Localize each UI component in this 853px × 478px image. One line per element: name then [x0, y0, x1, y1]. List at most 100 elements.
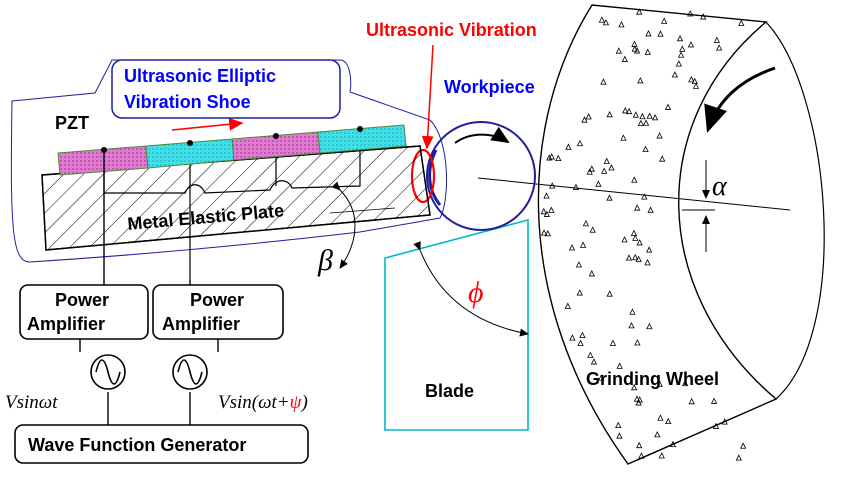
grinding-wheel-label: Grinding Wheel: [586, 369, 719, 389]
speckle-mark: [581, 116, 588, 123]
speckle-mark: [675, 60, 683, 67]
speckle-mark: [630, 229, 638, 236]
speckle-mark: [633, 47, 641, 54]
amplifier-box-1: [19, 284, 149, 340]
speckle-mark: [589, 226, 596, 233]
speckle-mark: [715, 44, 723, 51]
speckle-mark: [622, 107, 629, 114]
speckle-mark: [641, 193, 648, 200]
speckle-mark: [568, 244, 576, 251]
speckle-mark: [661, 17, 668, 24]
pzt-label: PZT: [55, 113, 89, 133]
speckle-mark: [664, 103, 672, 110]
beta-label: β: [317, 244, 333, 277]
speckle-mark: [634, 339, 641, 346]
speckle-mark: [669, 440, 677, 448]
speckle-mark: [621, 236, 628, 243]
pzt-layer: [57, 117, 407, 176]
speckle-mark: [692, 82, 700, 89]
speckle-mark: [606, 110, 613, 118]
speckle-mark: [576, 139, 584, 147]
speckle-mark: [681, 379, 689, 387]
speckle-mark: [625, 107, 633, 115]
speckle-mark: [629, 308, 636, 315]
speckle-mark: [632, 253, 639, 261]
speckle-mark: [544, 229, 551, 237]
speckle-mark: [636, 8, 643, 15]
workpiece-circle: [410, 44, 536, 231]
ac-source-icon-1: [90, 354, 126, 390]
speckle-mark: [588, 270, 595, 277]
speckle-mark: [654, 431, 661, 438]
beta-arc: [331, 181, 356, 269]
pzt-direction-arrow: [171, 117, 244, 131]
phi-label: ϕ: [468, 276, 484, 309]
speckle-mark: [644, 48, 651, 55]
speckle-mark: [637, 77, 644, 84]
amplifier-2-line1: Power: [190, 290, 244, 310]
speckle-mark: [688, 397, 695, 405]
speckle-mark: [540, 229, 548, 236]
speckle-mark: [632, 111, 640, 118]
wheel-speckles: [540, 8, 747, 461]
speckle-mark: [600, 167, 608, 174]
vibration-pointer: [421, 44, 434, 150]
speckle-mark: [575, 261, 583, 268]
speckle-mark: [635, 399, 642, 406]
amplifier-box-2: [152, 284, 284, 340]
speckle-mark: [631, 45, 638, 52]
speckle-mark: [634, 204, 641, 211]
blade-shape: [384, 218, 529, 431]
ultrasonic-vibration-label: Ultrasonic Vibration: [366, 20, 537, 40]
speckle-mark: [603, 157, 610, 164]
speckle-mark: [721, 418, 728, 425]
shoe-label-line2: Vibration Shoe: [124, 92, 251, 112]
speckle-mark: [540, 207, 547, 215]
speckle-mark: [713, 36, 720, 43]
speckle-mark: [590, 358, 598, 365]
speckle-mark: [582, 219, 590, 227]
speckle-mark: [687, 10, 694, 17]
speckle-mark: [598, 374, 605, 381]
speckle-mark: [700, 13, 707, 20]
shoe-label-line1: Ultrasonic Elliptic: [124, 66, 276, 86]
speckle-mark: [659, 155, 666, 162]
speckle-mark: [671, 71, 679, 78]
speckle-mark: [658, 452, 665, 459]
speckle-mark: [606, 194, 613, 201]
speckle-mark: [638, 452, 645, 459]
wiring: [79, 150, 219, 425]
speckle-mark: [657, 414, 664, 421]
speckle-mark: [576, 289, 583, 296]
speckle-mark: [631, 176, 638, 183]
speckle-mark: [636, 396, 643, 403]
signal-1-label: Vsinωt: [5, 392, 58, 413]
speckle-mark: [548, 153, 555, 160]
speckle-mark: [577, 339, 584, 346]
alpha-construction: [477, 160, 791, 252]
generator-label: Wave Function Generator: [28, 435, 246, 455]
speckle-mark: [651, 114, 659, 121]
speckle-mark: [656, 380, 663, 387]
speckle-mark: [587, 351, 594, 358]
speckle-mark: [606, 290, 613, 297]
speckle-mark: [677, 51, 685, 58]
speckle-mark: [620, 134, 627, 141]
speckle-mark: [738, 19, 745, 26]
signal-2-psi: ψ: [290, 392, 303, 413]
speckle-mark: [644, 258, 651, 266]
speckle-mark: [543, 192, 550, 199]
blade-label: Blade: [425, 381, 474, 401]
signal-2-prefix: Vsin(ωt+: [218, 392, 290, 413]
grinding-wheel: [537, 4, 825, 465]
speckle-mark: [615, 421, 622, 428]
amplifier-2-line2: Amplifier: [162, 314, 240, 334]
speckle-mark: [712, 422, 720, 429]
speckle-mark: [639, 112, 646, 120]
speckle-mark: [642, 145, 649, 152]
speckle-mark: [616, 432, 623, 439]
speckle-mark: [656, 132, 663, 139]
alpha-label: α: [712, 171, 728, 202]
speckle-mark: [636, 441, 643, 449]
